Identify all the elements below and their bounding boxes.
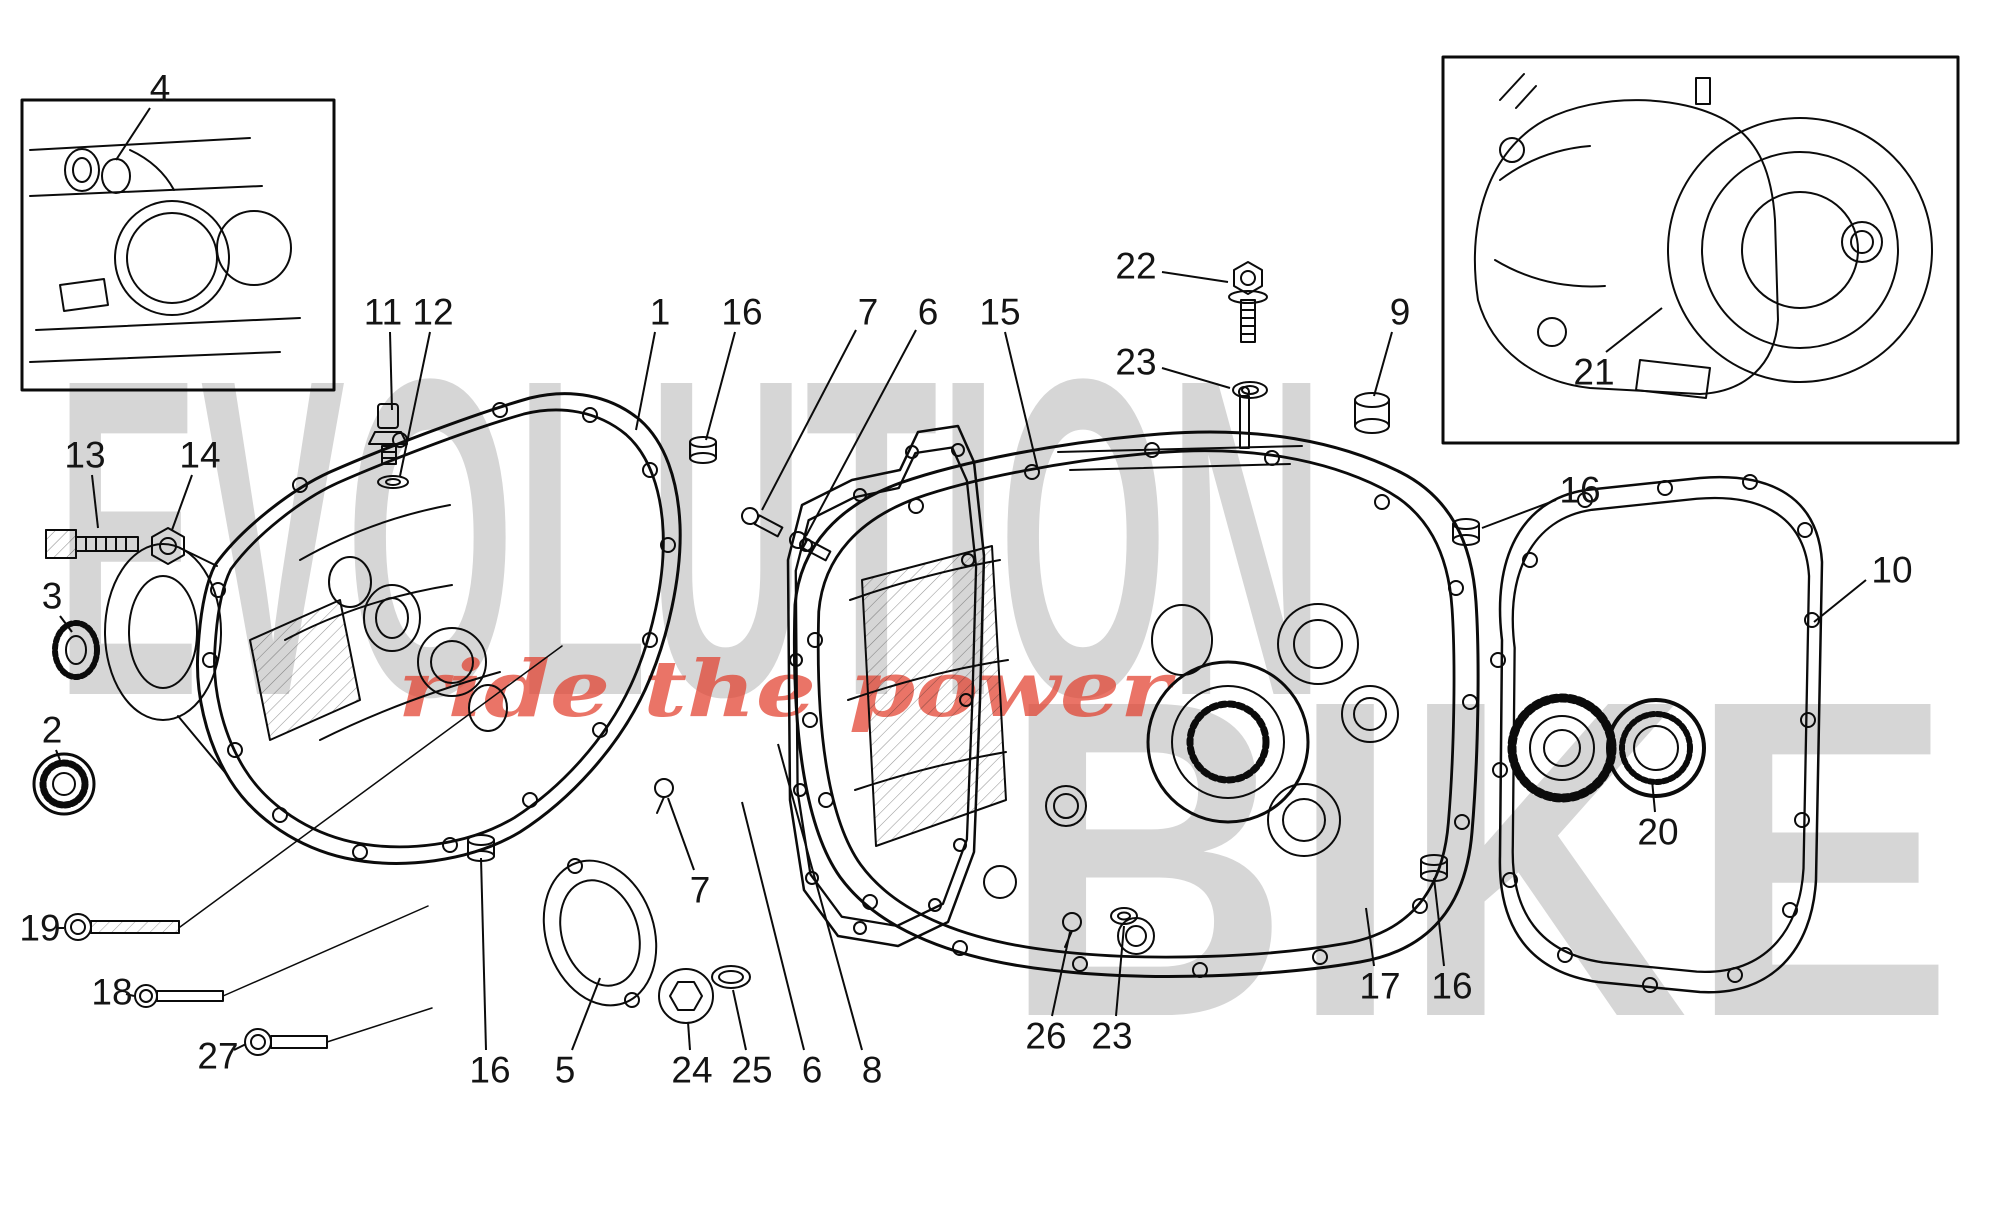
leader-line-9 — [1373, 331, 1393, 397]
leader-line-7 — [761, 329, 857, 511]
washer-23-mid — [1110, 907, 1138, 925]
leader-line-11 — [389, 331, 393, 411]
leader-line-7 — [667, 797, 695, 871]
leader-line-15 — [1004, 331, 1039, 471]
leader-line-16 — [1481, 499, 1557, 529]
callout-16: 16 — [1431, 965, 1473, 1007]
leader-line-25 — [732, 989, 747, 1051]
callout-7: 7 — [857, 291, 879, 333]
callout-12: 12 — [412, 291, 454, 333]
inset-assembled-gearbox — [1441, 55, 1960, 445]
leader-line-6 — [805, 329, 917, 537]
bolt-19 — [64, 645, 563, 941]
bolt-27 — [244, 1007, 433, 1056]
o-ring-25 — [711, 965, 751, 989]
callout-11: 11 — [363, 291, 403, 333]
bolt-22 — [1228, 261, 1268, 343]
leader-line-5 — [571, 977, 601, 1051]
bushing-16-top — [689, 436, 717, 464]
leader-line-3 — [59, 615, 73, 633]
inset-crankcase-detail — [20, 98, 336, 392]
screw-6-top — [789, 531, 832, 562]
callout-26: 26 — [1025, 1015, 1067, 1057]
bolt-18 — [134, 905, 429, 1008]
callout-25: 25 — [731, 1049, 773, 1091]
leader-line-16 — [1433, 877, 1445, 967]
leader-line-4 — [115, 107, 151, 161]
callout-14: 14 — [179, 434, 221, 476]
callout-7: 7 — [689, 869, 711, 911]
leader-line-1 — [635, 331, 656, 431]
callout-6: 6 — [801, 1049, 823, 1091]
callout-24: 24 — [671, 1049, 713, 1091]
callout-23: 23 — [1115, 341, 1157, 383]
callout-21: 21 — [1573, 351, 1615, 393]
watermark-tagline: ride the power — [398, 644, 1176, 735]
nut-14 — [151, 527, 185, 565]
screw-7-mid — [654, 778, 674, 814]
callout-13: 13 — [64, 434, 106, 476]
leader-line-16 — [705, 331, 736, 441]
callout-10: 10 — [1871, 549, 1913, 591]
bearing-seal-20 — [1507, 693, 1706, 803]
callout-3: 3 — [41, 575, 63, 617]
callout-8: 8 — [861, 1049, 883, 1091]
leader-line-13 — [91, 474, 99, 529]
callout-5: 5 — [554, 1049, 576, 1091]
callout-2: 2 — [41, 709, 63, 751]
seal-3 — [52, 620, 100, 680]
leader-line-2 — [55, 749, 61, 761]
callout-17: 17 — [1359, 965, 1401, 1007]
gasket-10 — [1490, 474, 1824, 994]
bushing-9 — [1354, 392, 1390, 434]
callout-27: 27 — [197, 1035, 239, 1077]
leader-line-12 — [399, 331, 431, 477]
leader-line-22 — [1161, 271, 1229, 283]
callout-9: 9 — [1389, 291, 1411, 333]
leader-line-21 — [1605, 307, 1663, 353]
leader-line-10 — [1813, 579, 1867, 623]
callout-23: 23 — [1091, 1015, 1133, 1057]
leader-line-20 — [1651, 779, 1656, 813]
leader-line-8 — [777, 743, 863, 1051]
bearing-2 — [32, 752, 96, 816]
leader-line-23 — [1115, 925, 1125, 1017]
callout-1: 1 — [649, 291, 671, 333]
leader-line-26 — [1051, 931, 1071, 1017]
washer-23-top — [1232, 381, 1268, 399]
leader-line-18 — [125, 993, 135, 997]
leader-line-6 — [741, 801, 805, 1051]
leader-line-16 — [480, 857, 487, 1051]
callout-18: 18 — [91, 971, 133, 1013]
bushing-16-right — [1452, 518, 1480, 546]
screw-7-top — [741, 507, 784, 538]
leader-line-23 — [1161, 367, 1231, 389]
callout-16: 16 — [1559, 469, 1601, 511]
callout-20: 20 — [1637, 811, 1679, 853]
drain-plug-24 — [658, 968, 714, 1024]
bushing-16-housing — [1420, 854, 1448, 882]
bolt-13 — [45, 529, 139, 559]
leader-line-27 — [233, 1043, 247, 1051]
inspection-plate — [542, 858, 658, 1008]
callout-6: 6 — [917, 291, 939, 333]
callout-16: 16 — [721, 291, 763, 333]
callout-15: 15 — [979, 291, 1021, 333]
callout-19: 19 — [19, 907, 61, 949]
leader-line-17 — [1365, 907, 1375, 967]
leader-line-24 — [687, 1021, 691, 1051]
callout-16: 16 — [469, 1049, 511, 1091]
callout-4: 4 — [149, 67, 171, 109]
front-cover — [104, 392, 682, 865]
leader-line-14 — [171, 474, 193, 531]
callout-22: 22 — [1115, 245, 1157, 287]
